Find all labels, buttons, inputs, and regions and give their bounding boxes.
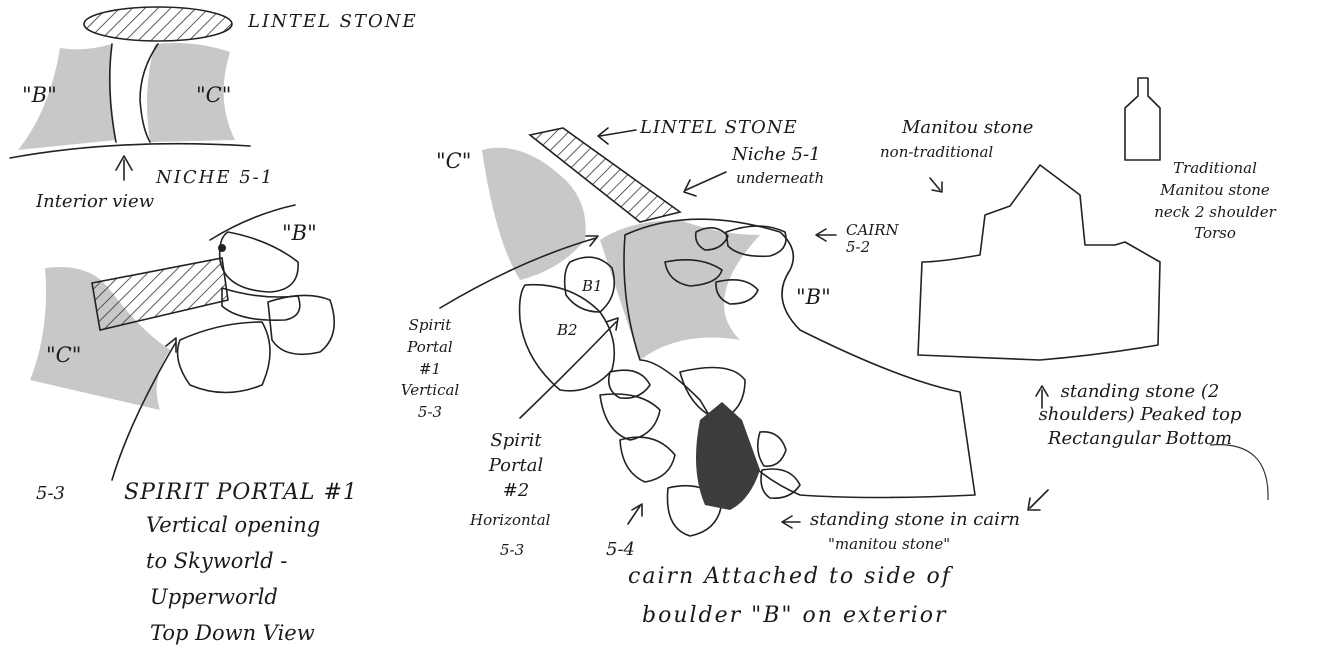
topdown-c-label: "C" (46, 344, 81, 367)
niche-title-label: NICHE 5-1 (156, 168, 274, 188)
main-portal2-label: Spirit Portal #2 (476, 428, 556, 504)
manitou-title-line1: Manitou stone (902, 118, 1033, 138)
manitou-title-line2: non-traditional (880, 144, 993, 161)
topdown-desc-line2: to Skyworld - (146, 550, 287, 573)
standing-stone-bracket (1210, 445, 1268, 500)
main-b2-label: B2 (557, 322, 578, 339)
topdown-stone-4 (178, 322, 270, 393)
main-arrow-niche (684, 172, 726, 196)
main-arrow-54 (628, 504, 642, 524)
main-arrow-lintel (598, 128, 636, 144)
standing-stone-desc-label: standing stone (2 shoulders) Peaked top … (1030, 380, 1250, 450)
main-ref-54-label: 5-4 (606, 540, 635, 560)
topdown-portal-mark (218, 244, 226, 252)
topdown-desc-line3: Upperworld (150, 586, 278, 609)
main-standing-stone-label: standing stone in cairn (810, 510, 1020, 530)
topdown-ref-label: 5-3 (36, 484, 65, 504)
standing-stone-down-arrow (1028, 490, 1048, 510)
traditional-manitou-label: Traditional Manitou stone neck 2 shoulde… (1140, 158, 1290, 245)
main-cairn-stone-6 (600, 394, 660, 440)
topdown-desc-line4: Top Down View (150, 622, 315, 645)
main-c-label: "C" (436, 150, 471, 173)
main-ref-53-label: 5-3 (500, 542, 524, 559)
main-lintel-label: LINTEL STONE (640, 118, 798, 138)
topdown-b-label: "B" (282, 222, 317, 245)
main-niche-label: Niche 5-1 (732, 145, 821, 165)
traditional-manitou-outline (1125, 78, 1160, 160)
main-cairn-stone-7 (620, 437, 675, 482)
main-b-label: "B" (796, 286, 831, 309)
main-cairn-stone-10 (758, 432, 786, 466)
main-cairn-label: CAIRN 5-2 (846, 222, 916, 255)
niche-lintel-stone (84, 7, 232, 41)
nontraditional-manitou-outline (918, 165, 1160, 360)
main-manitou-standing-stone (696, 402, 760, 510)
niche-up-arrow (116, 156, 132, 180)
main-portal1-label: Spirit Portal #1 Vertical 5-3 (395, 315, 465, 424)
topdown-desc-line1: Vertical opening (146, 514, 320, 537)
niche-b-label: "B" (22, 84, 57, 107)
topdown-lintel-bar (92, 258, 228, 330)
manitou-title-arrow (930, 178, 942, 192)
main-arrow-cairn (816, 229, 836, 241)
main-arrow-standing (782, 516, 800, 528)
main-manitou-quote-label: "manitou stone" (828, 536, 950, 553)
niche-lintel-label: LINTEL STONE (248, 12, 418, 32)
topdown-stone-2 (222, 288, 300, 320)
main-cairn-stone-11 (761, 469, 800, 498)
main-caption-line1: cairn Attached to side of (628, 565, 952, 589)
spirit-portal-1-title: SPIRIT PORTAL #1 (124, 481, 358, 505)
niche-interior-label: Interior view (36, 192, 154, 212)
main-caption-line2: boulder "B" on exterior (642, 604, 948, 628)
main-b1-label: B1 (582, 278, 603, 295)
topdown-stone-3 (268, 295, 334, 354)
main-horizontal-label: Horizontal (470, 512, 550, 529)
main-niche-underneath-label: underneath (736, 170, 824, 187)
niche-c-label: "C" (196, 84, 231, 107)
